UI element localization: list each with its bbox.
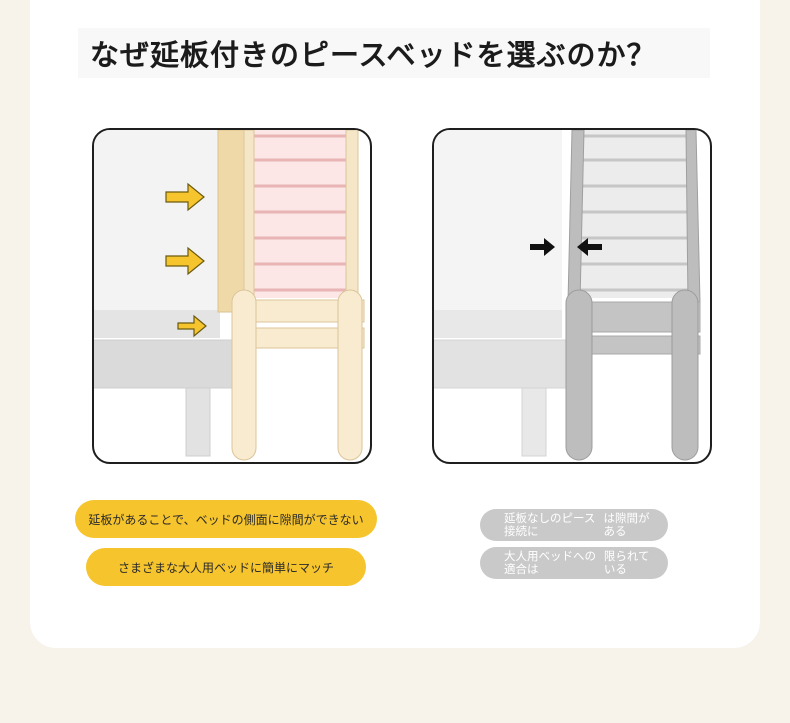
crib-leg bbox=[231, 289, 257, 461]
adult-bed-leg bbox=[521, 387, 547, 457]
crib-side-post bbox=[685, 130, 701, 303]
crib-side-post bbox=[345, 130, 359, 303]
bed-without-extension-drawing bbox=[434, 130, 701, 461]
crib-rails bbox=[246, 134, 354, 292]
drawback-pill-limited-line1: 大人用ベッドへの適合は bbox=[504, 549, 596, 576]
feature-pill-easy-match: さまざまな大人用ベッドに簡単にマッチ bbox=[86, 548, 366, 586]
adult-mattress bbox=[434, 130, 562, 310]
drawback-pill-gap-line1: 延板なしのピース接続に bbox=[504, 511, 596, 538]
with-extension-illustration bbox=[92, 128, 372, 464]
drawback-pill-gap-line2: は隙間がある bbox=[603, 511, 650, 538]
feature-pill-no-gap: 延板があることで、ベッドの側面に隙間ができない bbox=[75, 500, 377, 538]
title-banner bbox=[78, 28, 710, 78]
arrow-right-icon bbox=[165, 246, 205, 276]
bed-with-extension-drawing bbox=[94, 130, 365, 461]
crib-rails bbox=[578, 134, 690, 292]
arrow-right-icon bbox=[177, 314, 207, 338]
arrow-right-icon bbox=[165, 182, 205, 212]
crib-side-post bbox=[243, 130, 255, 303]
arrows-converge-icon bbox=[530, 238, 602, 256]
crib-rail-area bbox=[246, 130, 354, 298]
drawback-pill-limited-fit: 大人用ベッドへの適合は 限られている bbox=[480, 547, 668, 579]
without-extension-illustration bbox=[432, 128, 712, 464]
crib-rail-area bbox=[578, 130, 690, 298]
drawback-pill-limited-line2: 限られている bbox=[603, 549, 650, 576]
crib-leg bbox=[337, 289, 363, 461]
adult-bed-leg bbox=[185, 387, 211, 457]
adult-mattress-side bbox=[434, 310, 562, 338]
drawback-pill-gap: 延板なしのピース接続に は隙間がある bbox=[480, 509, 668, 541]
page-title: なぜ延板付きのピースベッドを選ぶのか？ bbox=[90, 38, 657, 72]
adult-bed-frame bbox=[94, 339, 233, 389]
crib-leg bbox=[565, 289, 593, 461]
adult-mattress bbox=[94, 130, 218, 310]
crib-leg bbox=[671, 289, 699, 461]
adult-bed-frame bbox=[434, 339, 567, 389]
